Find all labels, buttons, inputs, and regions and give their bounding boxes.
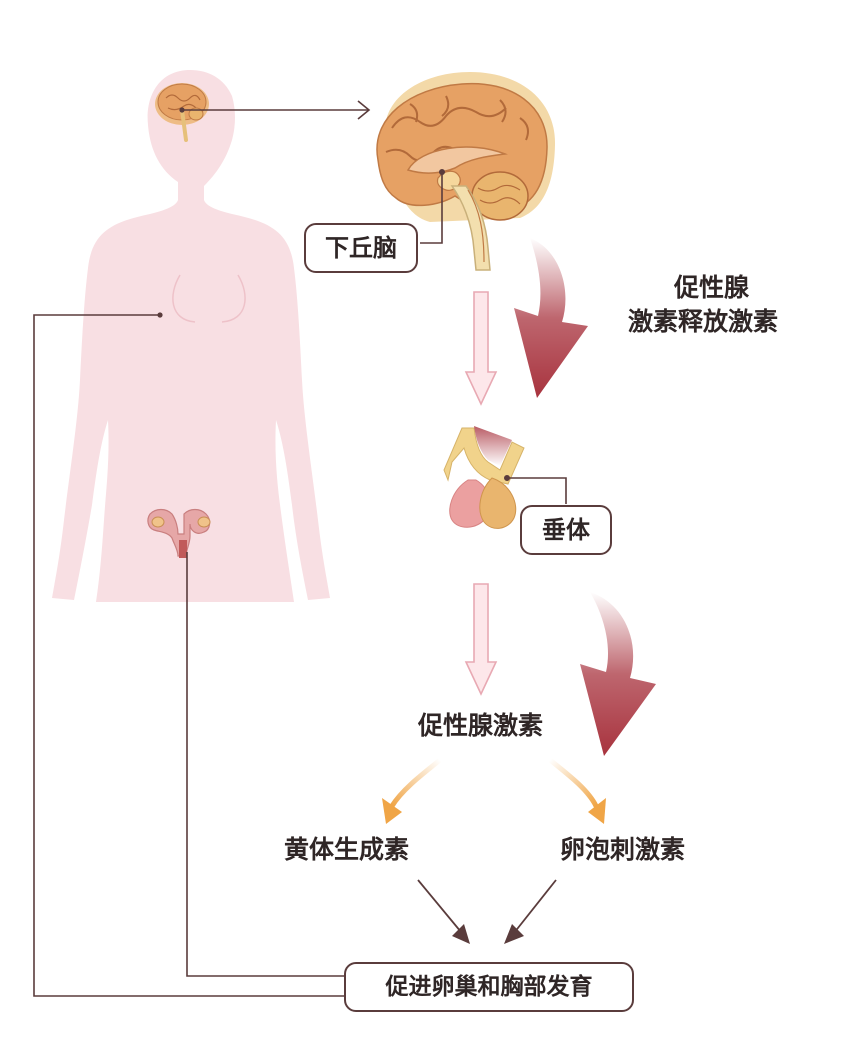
feedback-lines [33,312,346,997]
female-silhouette [52,70,330,602]
converge-arrows [417,879,557,944]
orange-arrow-right [547,757,606,824]
orange-arrow-left [382,757,443,824]
pituitary-label: 垂体 [520,505,612,555]
pituitary-icon [443,426,525,529]
fsh-label: 卵泡刺激素 [560,835,686,864]
hypothalamus-label: 下丘脑 [304,223,418,273]
pituitary-connector [504,475,567,504]
gnrh-label-line2: 激素释放激素 [628,307,779,336]
brain-icon [376,72,556,271]
pale-arrow-2 [464,583,498,696]
gonadotropin-label: 促性腺激素 [418,711,544,740]
outcome-label: 促进卵巢和胸部发育 [344,962,634,1012]
pale-arrow-1 [464,291,498,406]
gonadotropin-arrow [580,592,656,756]
hypothalamus-connector [420,169,445,244]
gnrh-arrow [514,238,588,398]
small-brain-icon [155,83,209,142]
uterus-icon [147,508,211,558]
brain-pointer-arrow [179,100,371,120]
lh-label: 黄体生成素 [284,835,410,864]
gnrh-label-line1: 促性腺 [674,273,750,302]
